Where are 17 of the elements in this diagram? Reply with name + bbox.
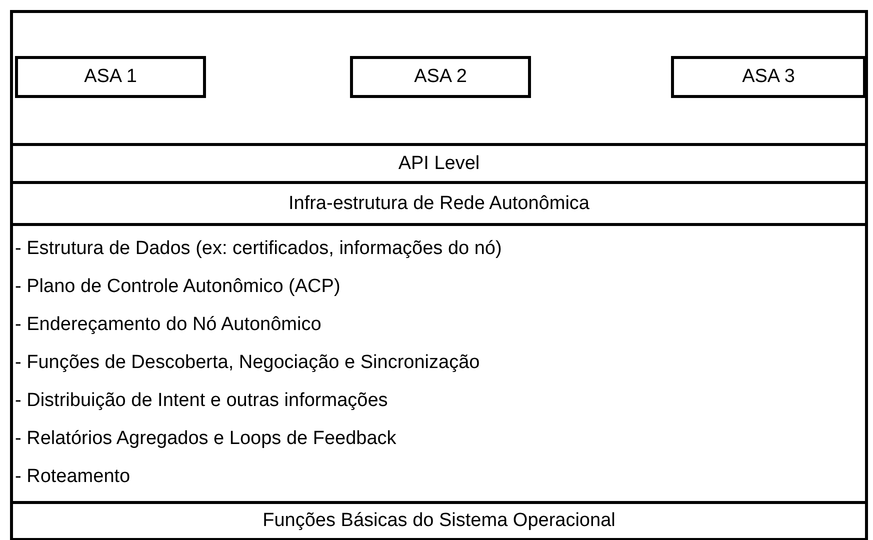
list-item: - Roteamento	[15, 465, 130, 489]
layer-label: Infra-estrutura de Rede Autonômica	[288, 192, 590, 214]
layer-box	[671, 56, 866, 98]
list-item: - Estrutura de Dados (ex: certificados, informações do nó)	[15, 237, 502, 261]
list-item: - Funções de Descoberta, Negociação e Sincronização	[15, 351, 480, 375]
layer-label: ASA 2	[414, 66, 467, 88]
layer-label: ASA 3	[742, 66, 795, 88]
layer-box	[350, 56, 531, 98]
layer-box	[15, 56, 206, 98]
list-item: - Endereçamento do Nó Autonômico	[15, 313, 322, 337]
layer-label: API Level	[398, 152, 480, 174]
list-item: - Distribuição de Intent e outras informações	[15, 389, 388, 413]
outer-frame	[10, 10, 868, 538]
layer-label: ASA 1	[84, 66, 137, 88]
list-item: - Relatórios Agregados e Loops de Feedback	[15, 427, 396, 451]
layer-label: Funções Básicas do Sistema Operacional	[262, 510, 616, 532]
list-item: - Plano de Controle Autonômico (ACP)	[15, 275, 340, 299]
